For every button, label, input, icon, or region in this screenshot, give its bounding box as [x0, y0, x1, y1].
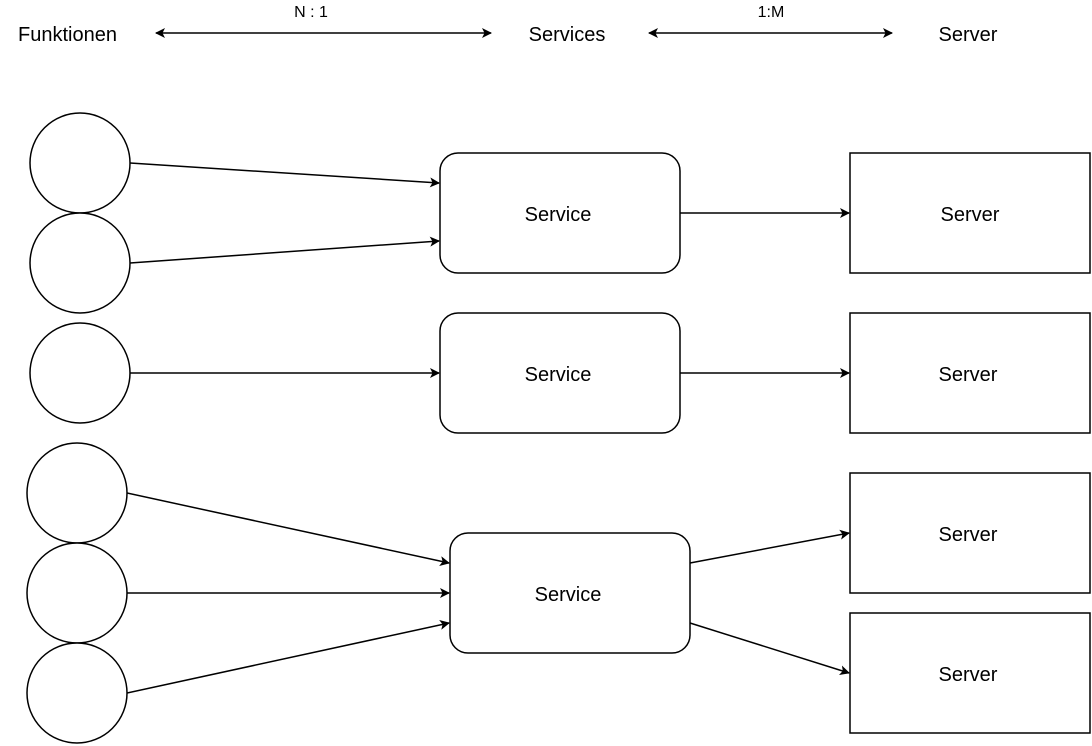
header-services-label: Services	[529, 24, 606, 46]
header-ratio-1m: 1:M	[758, 4, 785, 21]
function-to-service-arrow	[126, 620, 450, 694]
header-ratio-n1: N : 1	[294, 4, 328, 21]
group-2: Service Server	[29, 312, 1091, 434]
server-box	[849, 152, 1091, 274]
function-to-service-arrow	[126, 492, 450, 566]
service-label: Service	[525, 364, 592, 386]
group-1: Service Server	[29, 112, 1091, 314]
service-box	[449, 532, 691, 654]
server-box	[849, 612, 1091, 734]
header-server-label: Server	[939, 24, 998, 46]
server-box	[849, 472, 1091, 594]
function-node	[26, 642, 128, 744]
function-node	[29, 322, 131, 424]
service-label: Service	[525, 204, 592, 226]
header-functions-label: Funktionen	[18, 24, 117, 46]
service-to-server-arrow	[689, 622, 850, 676]
server-box	[849, 312, 1091, 434]
function-node	[29, 112, 131, 214]
function-to-service-arrow	[129, 162, 440, 188]
group-3: Service Server Server	[26, 442, 1091, 744]
function-node	[29, 212, 131, 314]
function-node	[26, 442, 128, 544]
service-to-server-arrow	[689, 529, 850, 564]
server-label: Server	[939, 524, 998, 546]
service-label: Service	[535, 584, 602, 606]
server-label: Server	[941, 204, 1000, 226]
function-to-service-arrow	[129, 236, 440, 264]
server-label: Server	[939, 664, 998, 686]
server-label: Server	[939, 364, 998, 386]
function-node	[26, 542, 128, 644]
